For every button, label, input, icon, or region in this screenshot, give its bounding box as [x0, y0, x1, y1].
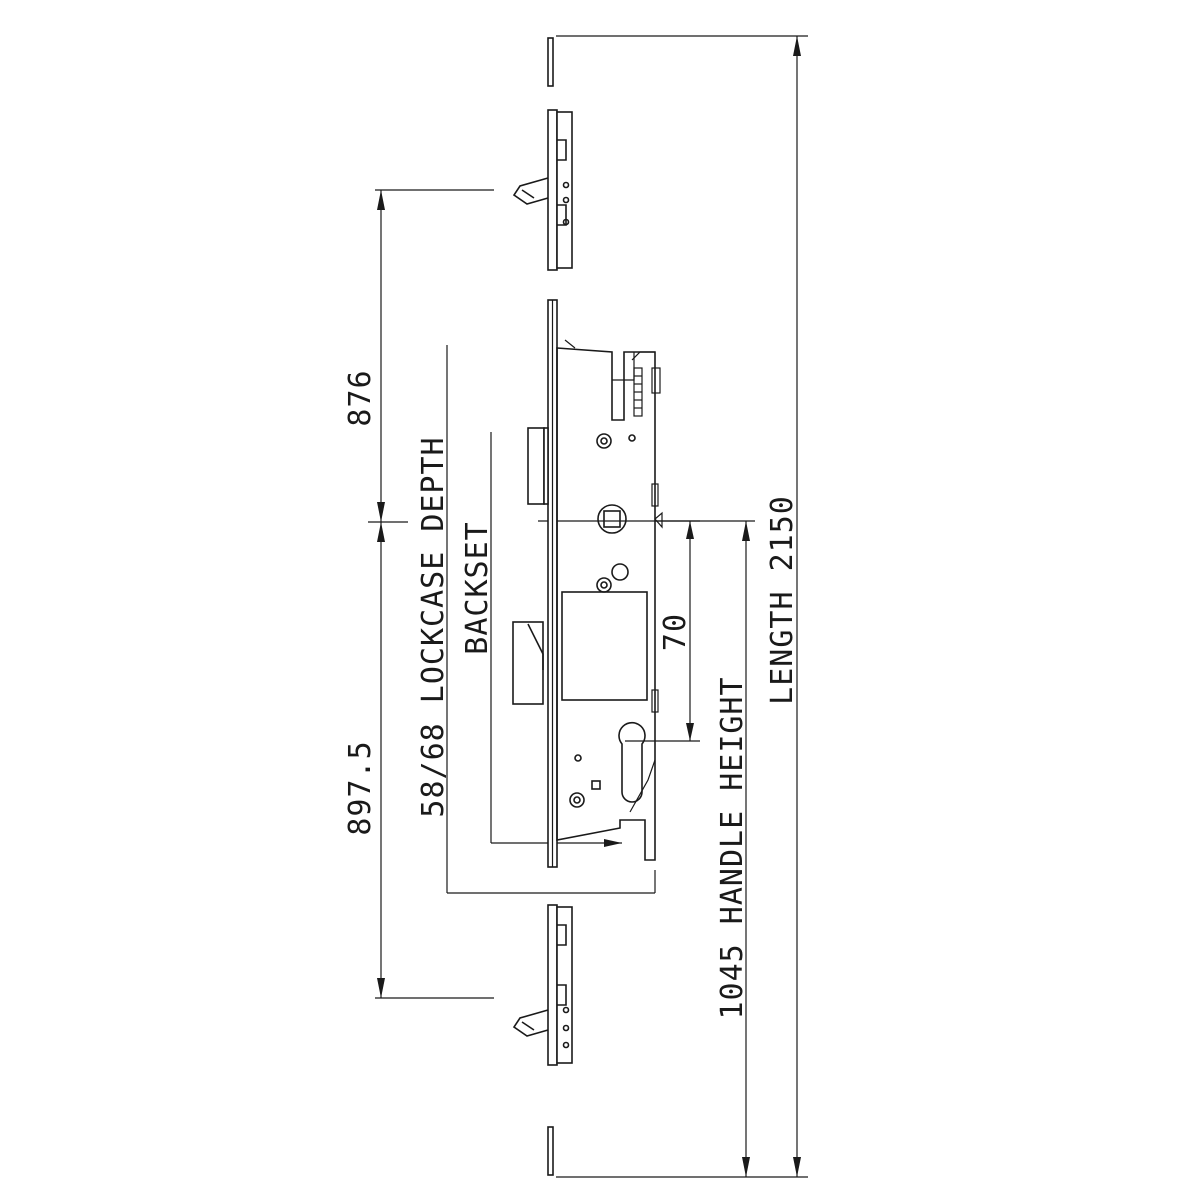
- lockcase: [556, 339, 663, 861]
- dimension-876-label: 876: [343, 369, 378, 426]
- cylinder-cutout: [618, 721, 656, 813]
- hook-spacing-dimension: [368, 189, 494, 999]
- backset-label: BACKSET: [460, 521, 495, 654]
- top-hook-assembly: [512, 109, 573, 271]
- bottom-hook-assembly: [512, 904, 573, 1066]
- length-label: LENGTH 2150: [765, 495, 800, 705]
- deadbolt: [512, 621, 544, 705]
- handle-height-label: 1045 HANDLE HEIGHT: [715, 676, 750, 1019]
- latch-bolt: [527, 427, 549, 505]
- dimension-897-5-label: 897.5: [343, 740, 378, 835]
- bottom-hook-icon: [512, 1009, 549, 1037]
- lockcase-depth-dimension: [446, 345, 656, 894]
- top-hook-icon: [512, 177, 549, 205]
- lockcase-depth-label: 58/68 LOCKCASE DEPTH: [416, 436, 451, 817]
- length-dimension: [556, 35, 808, 1178]
- dimension-70-label: 70: [658, 613, 693, 651]
- spindle-cylinder-dimension: [538, 520, 700, 742]
- spindle-follower: [597, 504, 663, 534]
